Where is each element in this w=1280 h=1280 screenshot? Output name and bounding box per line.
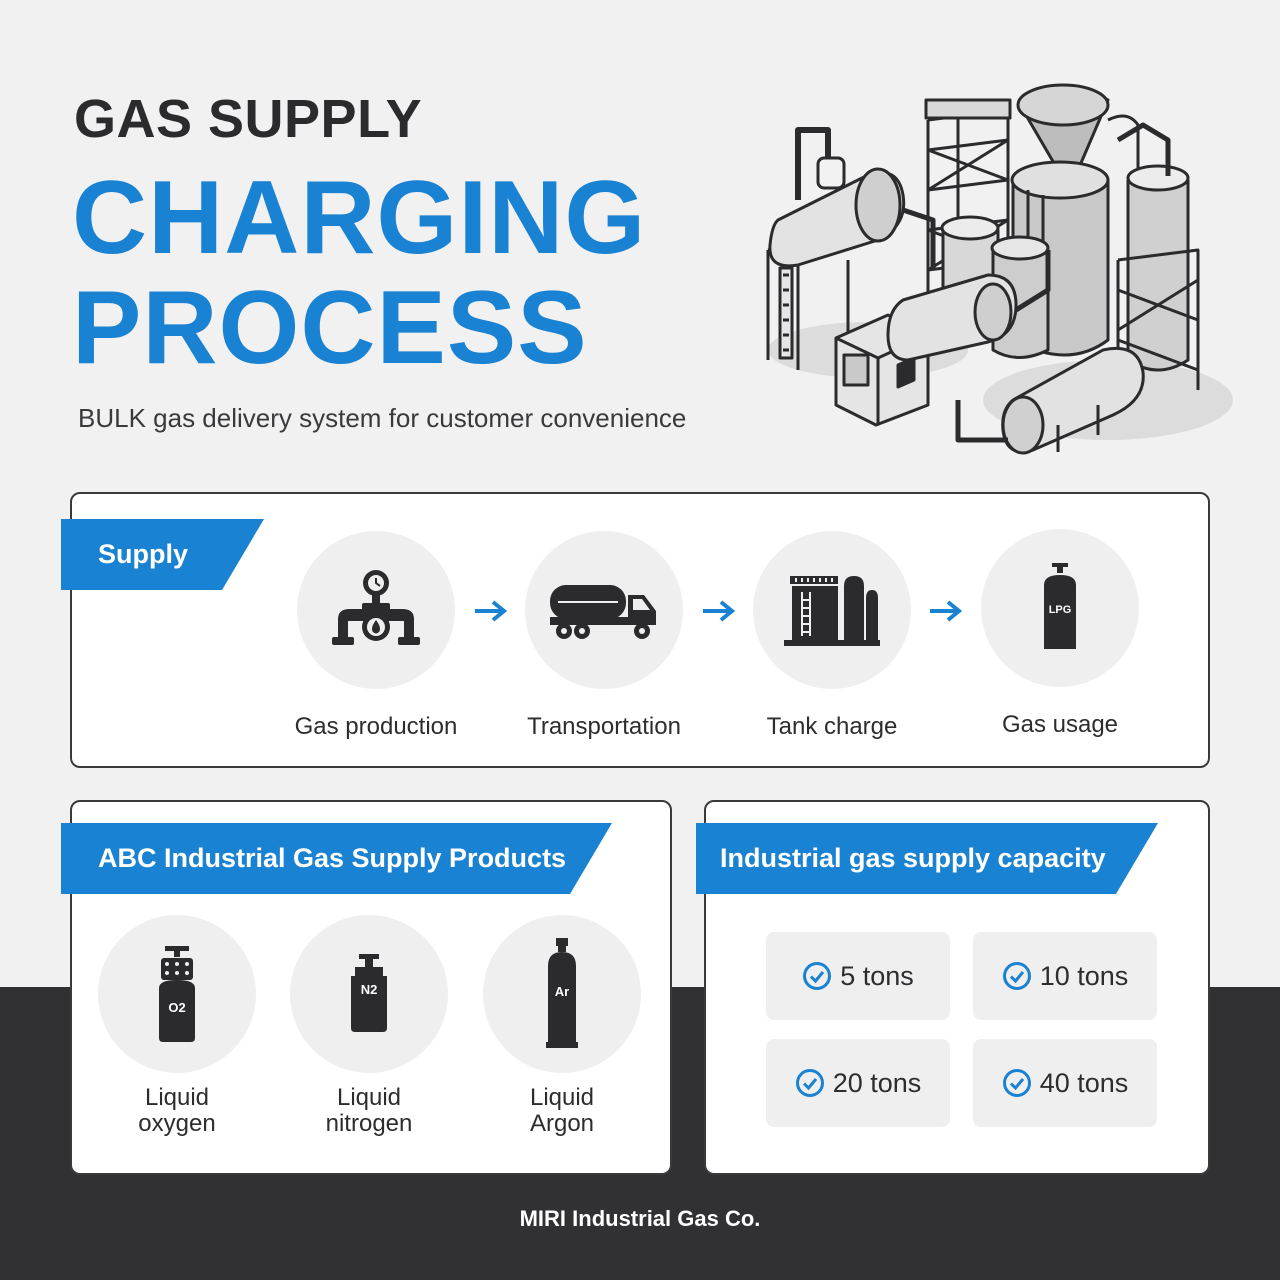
capacity-value: 40 tons	[1039, 1067, 1129, 1098]
subtitle: BULK gas delivery system for customer co…	[78, 403, 687, 433]
pipeline-valve-icon	[332, 570, 420, 645]
step-icon-circle	[753, 531, 911, 689]
product-name: Liquid Argon	[529, 1084, 595, 1137]
check-circle-icon	[1002, 1069, 1031, 1097]
company-footer: MIRI Industrial Gas Co.	[519, 1206, 761, 1231]
step-label: Gas usage	[1001, 711, 1119, 738]
capacity-value: 10 tons	[1039, 960, 1129, 991]
capacity-value: 20 tons	[832, 1067, 922, 1098]
cylinder-gas-label: O2	[168, 1000, 185, 1015]
gas-cylinder-icon: N2	[351, 954, 387, 1032]
gas-cylinder-icon: O2	[159, 946, 195, 1042]
capacity-option: 10 tons	[973, 932, 1157, 1020]
step-icon-circle	[297, 531, 455, 689]
headline-line-2: PROCESS	[72, 270, 588, 386]
step-gas-usage: LPG Gas usage	[960, 529, 1160, 739]
capacity-option: 40 tons	[973, 1039, 1157, 1127]
capacity-value: 5 tons	[840, 960, 914, 991]
arrow-right-icon	[703, 600, 736, 622]
cylinder-gas-label: N2	[361, 982, 378, 997]
step-label: Tank charge	[766, 713, 898, 740]
product-liquid-oxygen: O2 Liquid oxygen	[87, 915, 267, 1137]
product-icon-circle: N2	[290, 915, 448, 1073]
step-label: Transportation	[527, 713, 681, 740]
capacity-option: 20 tons	[766, 1039, 950, 1127]
step-icon-circle: LPG	[981, 529, 1139, 687]
cylinder-gas-label: Ar	[555, 984, 569, 999]
check-circle-icon	[795, 1069, 824, 1097]
tanker-truck-icon	[550, 585, 656, 639]
arrow-right-icon	[930, 600, 963, 622]
capacity-option: 5 tons	[766, 932, 950, 1020]
gas-plant-illustration	[766, 83, 1233, 455]
capacity-ribbon: Industrial gas supply capacity	[696, 823, 1158, 894]
product-liquid-nitrogen: N2 Liquid nitrogen	[279, 915, 459, 1137]
product-liquid-argon: Ar Liquid Argon	[472, 915, 652, 1137]
product-name: Liquid nitrogen	[325, 1084, 413, 1137]
product-icon-circle: O2	[98, 915, 256, 1073]
gas-cylinder-icon: Ar	[546, 938, 578, 1048]
step-transportation: Transportation	[504, 531, 704, 741]
product-name: Liquid oxygen	[138, 1084, 216, 1137]
step-gas-production: Gas production	[276, 531, 476, 741]
product-icon-circle: Ar	[483, 915, 641, 1073]
products-ribbon: ABC Industrial Gas Supply Products	[61, 823, 612, 894]
arrow-right-icon	[475, 600, 508, 622]
headline-line-1: CHARGING	[72, 160, 647, 276]
step-label: Gas production	[294, 713, 458, 740]
check-circle-icon	[803, 962, 832, 990]
storage-tank-icon	[784, 576, 880, 646]
step-tank-charge: Tank charge	[732, 531, 932, 741]
check-circle-icon	[1002, 962, 1031, 990]
step-icon-circle	[525, 531, 683, 689]
kicker-title: GAS SUPPLY	[74, 89, 423, 149]
cylinder-gas-label: LPG	[1049, 604, 1072, 616]
lpg-cylinder-icon: LPG	[1044, 563, 1076, 649]
